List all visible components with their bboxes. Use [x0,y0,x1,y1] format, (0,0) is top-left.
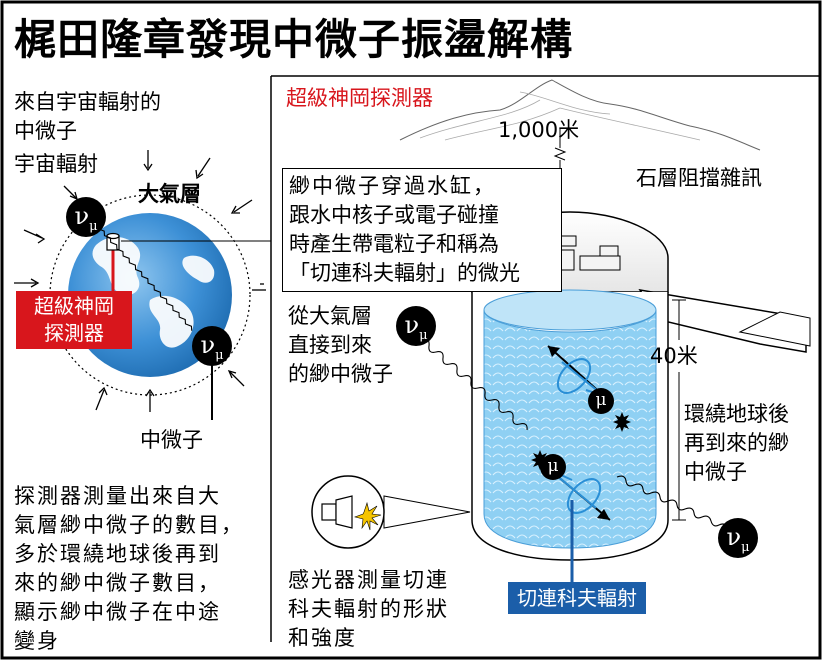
photo-sensor-icon [311,475,471,549]
detector-label-line-2: 探測器 [44,321,104,345]
left-heading-line-1: 來自宇宙輻射的 [14,90,161,114]
detector-label-box: 超級神岡 探測器 [16,291,132,349]
muon-particle-icon: μ [588,388,614,414]
conclusion-line-3: 多於環繞地球後再到 [14,542,221,566]
callout-line-2: 跟水中核子或電子碰撞 [289,203,499,227]
neutrino-label: 中微子 [140,428,203,452]
mountain-hatching [419,91,701,141]
conclusion-line-6: 變身 [14,629,60,653]
height-label: 40米 [650,344,698,368]
mountain-outline [399,79,761,151]
left-heading-line-2: 中微子 [14,119,77,143]
tank-water [483,309,657,549]
page-title: 梶田隆章發現中微子振盪解構 [14,15,574,64]
atmosphere-label: 大氣層 [138,182,201,206]
wavy-path-right [616,475,729,529]
cosmic-ray-label: 宇宙輻射 [14,152,98,176]
detector-heading: 超級神岡探測器 [286,86,433,110]
neutrino-particle-icon-direct: νμ [396,306,436,346]
neutrino-particle-icon: νμ [66,197,106,237]
conclusion-line-5: 顯示緲中微子在中途 [14,600,221,624]
direct-line-2: 直接到來 [288,333,372,357]
around-line-3: 中微子 [684,460,747,484]
callout-line-3: 時產生帶電粒子和稱為 [289,232,499,256]
callout-line-1: 緲中微子穿過水缸， [289,174,496,198]
neutrino-particle-icon-around: νμ [718,518,758,558]
muon-particle-icon-lower: μ [540,454,566,480]
sensor-line-1: 感光器測量切連 [288,568,449,592]
direct-line-1: 從大氣層 [288,304,372,328]
earth-neutrino-path [91,221,193,331]
direct-line-3: 的緲中微子 [288,362,393,386]
rock-label: 石層阻擋雜訊 [636,166,762,190]
depth-label: 1,000米 [498,118,580,142]
neutrino-particle-icon-bottom: νμ [192,326,232,366]
cosmic-ray-arrows [14,150,266,412]
conclusion-line-1: 探測器測量出來自大 [14,484,221,508]
collision-callout: 緲中微子穿過水缸， 跟水中核子或電子碰撞 時產生帶電粒子和稱為 「切連科夫輻射」… [282,168,562,292]
detector-label-line-1: 超級神岡 [34,294,114,318]
around-line-1: 環繞地球後 [684,402,789,426]
around-line-2: 再到來的緲 [684,431,789,455]
water-surface [483,289,657,331]
height-bracket [672,299,686,521]
conclusion-line-4: 來的緲中微子數目， [14,571,221,595]
callout-line-4: 「切連科夫輻射」的微光 [289,261,520,285]
conclusion-line-2: 氣層緲中微子的數目， [14,513,244,537]
cherenkov-label: 切連科夫輻射 [508,582,646,614]
sensor-line-3: 和強度 [288,626,357,650]
wavy-path-icon [423,339,528,431]
sensor-line-2: 科夫輻射的形狀 [288,597,449,621]
